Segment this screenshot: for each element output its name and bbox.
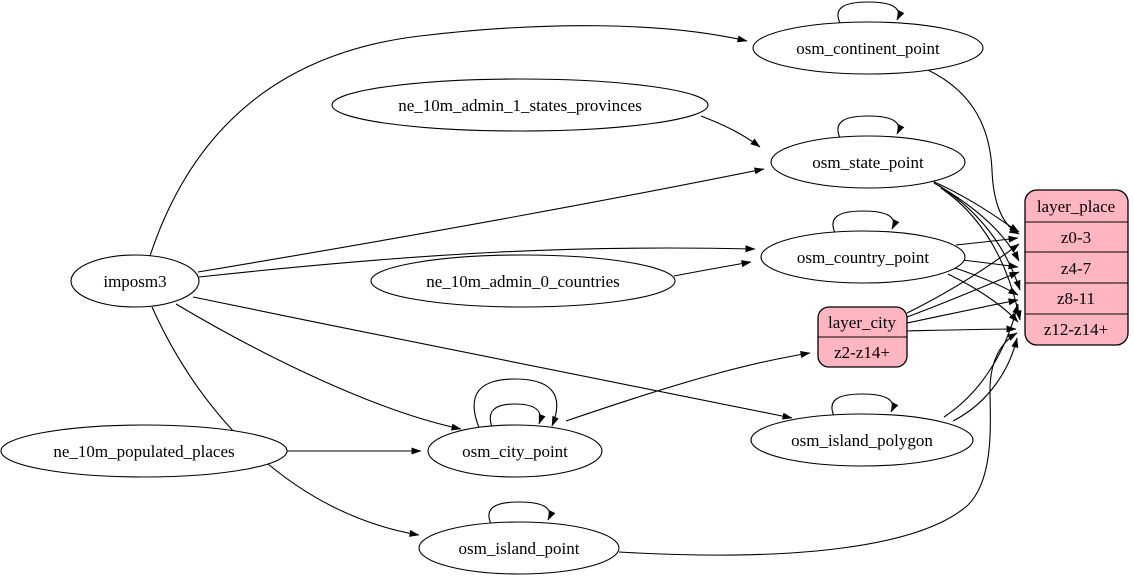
selfloop-osm_city_point-outer <box>473 378 559 431</box>
osm_state_point-shape <box>770 135 966 189</box>
edge-imposm3-osm_city_point <box>175 303 462 431</box>
edge-layer_city-z0-3 <box>906 243 1020 314</box>
edge-ne1-osm_state_point <box>700 115 761 148</box>
edge-layer_city-z4-7 <box>906 271 1020 318</box>
node-imposm3: imposm3 <box>70 254 200 308</box>
edge-country-z0-3 <box>955 235 1019 246</box>
osm_country_point-shape <box>760 230 966 284</box>
node-osm_island_point: osm_island_point <box>418 521 620 575</box>
edge-imposm3-osm_state_point <box>197 167 765 273</box>
edge-state-z0-3 <box>929 179 1020 233</box>
osm_island_point-shape <box>418 521 620 575</box>
osm_city_point-shape <box>427 424 603 478</box>
osm_state_point-label: osm_state_point <box>812 153 924 172</box>
edge-imposm3-osm_country_point <box>198 245 756 278</box>
ne_10m_admin_1_states_provinces-label: ne_10m_admin_1_states_provinces <box>398 96 642 115</box>
edge-country-z8-11 <box>954 267 1019 296</box>
node-ne_10m_populated_places: ne_10m_populated_places <box>0 424 288 478</box>
edge-imposm3-osm_island_point <box>151 306 420 537</box>
node-osm_state_point: osm_state_point <box>770 135 966 189</box>
edge-city-layer_city-z2 <box>565 351 811 422</box>
ne_10m_populated_places-shape <box>0 424 288 478</box>
selfloop-osm_city_point-inner <box>489 403 546 428</box>
edge-island_polygon-z12-z14 <box>952 337 1019 422</box>
ne_10m_admin_0_countries-label: ne_10m_admin_0_countries <box>426 272 620 291</box>
edge-country-z12-z14 <box>947 273 1019 323</box>
selfloop-osm_state_point <box>837 115 905 139</box>
node-ne_10m_admin_0_countries: ne_10m_admin_0_countries <box>370 254 676 308</box>
edge-layer_city-z8-11 <box>906 298 1019 324</box>
edge-country-z4-7 <box>961 259 1019 270</box>
osm_island_polygon-shape <box>750 413 974 467</box>
node-osm_island_polygon: osm_island_polygon <box>750 413 974 467</box>
edge-imposm3-osm_continent_point <box>149 25 748 257</box>
edge-island_polygon-z8-11 <box>943 303 1020 418</box>
edge-layer_city-z12-z14 <box>906 325 1017 333</box>
osm_continent_point-shape <box>752 21 984 75</box>
edge-imposm3-osm_island_polygon <box>192 296 793 420</box>
layer_place-field-z8-11: z8-11 <box>1057 289 1095 308</box>
ne_10m_admin_0_countries-shape <box>370 254 676 308</box>
edge-continent-z0-3 <box>927 69 1020 235</box>
ne_10m_admin_1_states_provinces-shape <box>331 78 709 132</box>
edge-state-z8-11 <box>937 184 1021 291</box>
imposm3-label: imposm3 <box>103 272 166 291</box>
osm_continent_point-label: osm_continent_point <box>796 39 940 58</box>
selfloop-osm_country_point <box>832 210 900 234</box>
edge-island_point-z12-z14 <box>618 332 1018 556</box>
layer_city-field-z2-z14: z2-z14+ <box>834 343 890 362</box>
node-osm_continent_point: osm_continent_point <box>752 21 984 75</box>
ne_10m_populated_places-label: ne_10m_populated_places <box>53 442 234 461</box>
layer_place-field-z12-z14: z12-z14+ <box>1044 320 1108 339</box>
node-osm_country_point: osm_country_point <box>760 230 966 284</box>
layer_city-title: layer_city <box>828 313 896 332</box>
selfloop-osm_island_point <box>488 501 556 525</box>
layer_place-field-z0-3: z0-3 <box>1061 228 1091 247</box>
selfloop-osm_continent_point <box>837 1 905 24</box>
osm_country_point-label: osm_country_point <box>797 248 929 267</box>
node-osm_city_point: osm_city_point <box>427 424 603 478</box>
osm_island_point-label: osm_island_point <box>459 539 580 558</box>
osm_island_polygon-label: osm_island_polygon <box>791 431 933 450</box>
osm_city_point-label: osm_city_point <box>462 442 568 461</box>
node-ne_10m_admin_1_states_provinces: ne_10m_admin_1_states_provinces <box>331 78 709 132</box>
edge-ne0-osm_country_point <box>673 260 752 277</box>
node-layer_place: layer_place z0-3 z4-7 z8-11 z12-z14+ <box>1024 189 1129 346</box>
layer_place-field-z4-7: z4-7 <box>1061 259 1092 278</box>
layer_place-title: layer_place <box>1037 197 1115 216</box>
selfloop-osm_island_polygon <box>831 393 899 417</box>
node-layer_city: layer_city z2-z14+ <box>817 306 908 368</box>
imposm3-shape <box>70 254 200 308</box>
layer_place-shape <box>1024 189 1129 346</box>
